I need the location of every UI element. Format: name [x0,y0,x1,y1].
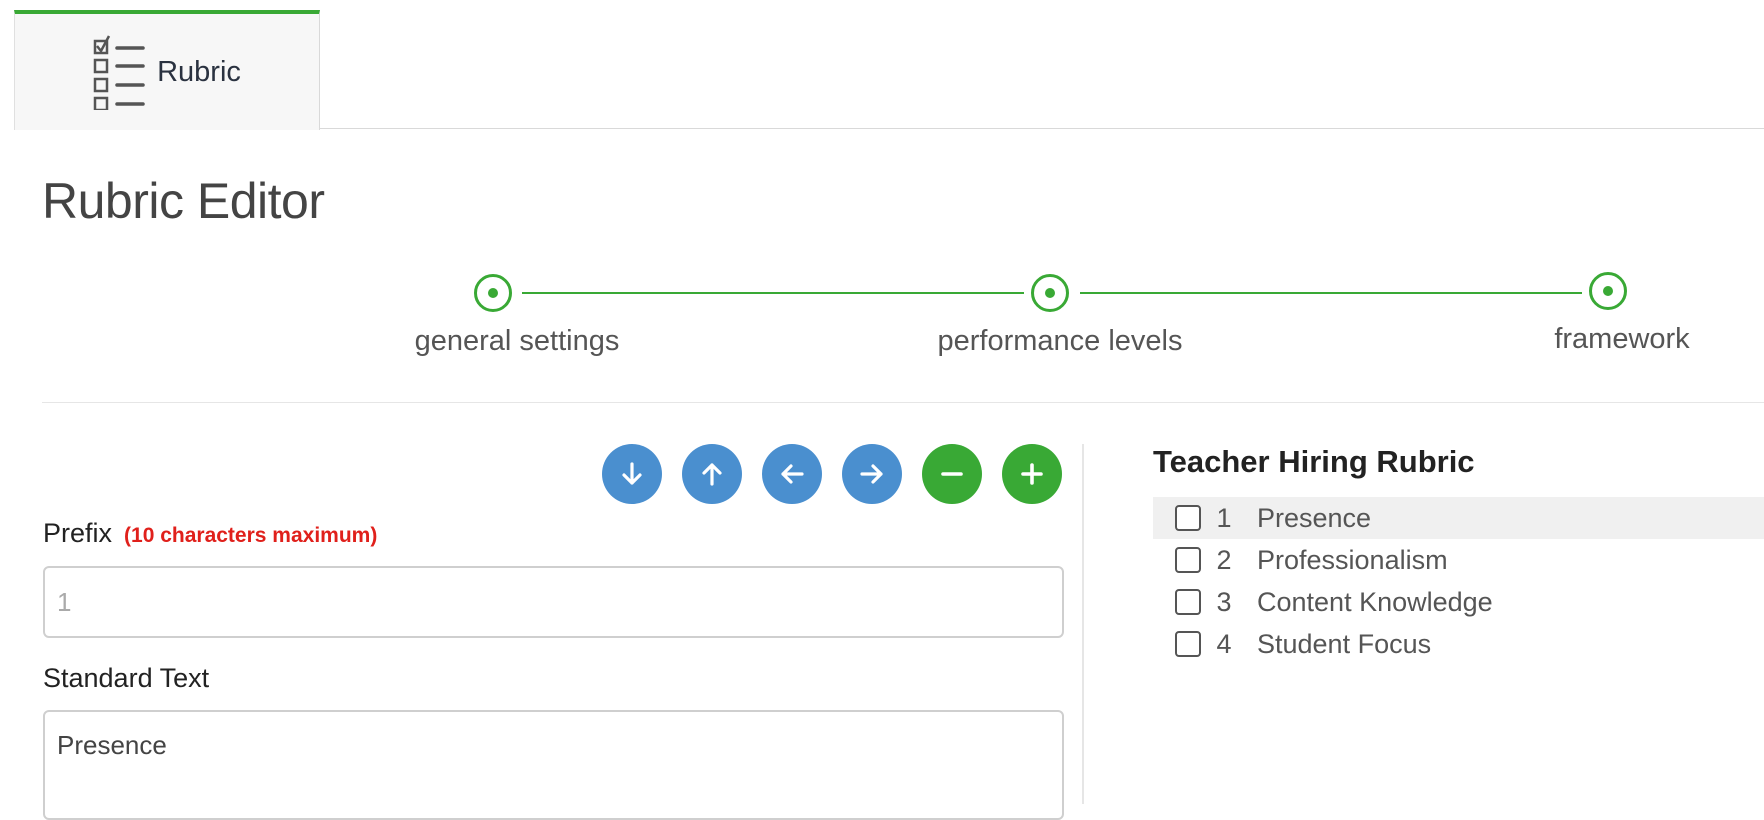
list-item[interactable]: 2 Professionalism [1153,539,1764,581]
item-name: Presence [1257,502,1372,533]
step-general-settings-label[interactable]: general settings [414,325,620,357]
item-checkbox[interactable] [1175,589,1201,615]
prefix-label-text: Prefix [43,518,113,548]
standard-text-label: Standard Text [43,663,210,693]
plus-icon [1021,463,1043,485]
outdent-button[interactable] [762,444,822,504]
item-number: 4 [1216,628,1232,659]
remove-button[interactable] [922,444,982,504]
section-divider [42,402,1764,403]
arrow-left-icon [781,464,804,484]
move-down-button[interactable] [602,444,662,504]
step-performance-levels-label[interactable]: performance levels [937,325,1183,357]
item-name: Student Focus [1257,628,1432,659]
page-title: Rubric Editor [42,173,325,229]
step-framework-dot[interactable] [1589,272,1627,310]
arrow-down-icon [622,462,642,485]
item-number: 2 [1216,544,1232,575]
list-item[interactable]: 3 Content Knowledge [1153,581,1764,623]
item-checkbox[interactable] [1175,547,1201,573]
checklist-icon [93,35,145,110]
tab-label: Rubric [157,55,241,88]
list-item[interactable]: 1 Presence [1153,497,1764,539]
move-up-button[interactable] [682,444,742,504]
standard-text-input[interactable]: Presence [43,710,1064,820]
item-checkbox[interactable] [1175,505,1201,531]
item-name: Professionalism [1257,544,1448,575]
standard-toolbar [602,444,1062,504]
prefix-input[interactable] [43,566,1064,638]
wizard-stepper: general settings performance levels fram… [0,270,1764,370]
arrow-right-icon [860,464,883,484]
step-connector [1080,292,1582,294]
item-name: Content Knowledge [1257,586,1493,617]
step-general-settings-dot[interactable] [474,274,512,312]
indent-button[interactable] [842,444,902,504]
minus-icon [941,472,963,476]
prefix-hint: (10 characters maximum) [124,524,378,547]
add-button[interactable] [1002,444,1062,504]
step-framework-label[interactable]: framework [1554,323,1690,355]
prefix-label: Prefix (10 characters maximum) [43,518,377,549]
framework-title: Teacher Hiring Rubric [1153,444,1475,479]
list-item[interactable]: 4 Student Focus [1153,623,1764,665]
item-number: 3 [1216,586,1232,617]
item-checkbox[interactable] [1175,631,1201,657]
step-connector [522,292,1024,294]
tab-rubric[interactable]: Rubric [14,10,320,130]
step-performance-levels-dot[interactable] [1031,274,1069,312]
tab-bar: Rubric [0,0,1764,130]
column-divider [1082,444,1084,804]
arrow-up-icon [702,463,722,486]
tab-bar-border [320,128,1764,129]
framework-list: 1 Presence 2 Professionalism 3 Content K… [1153,497,1764,665]
item-number: 1 [1216,502,1232,533]
